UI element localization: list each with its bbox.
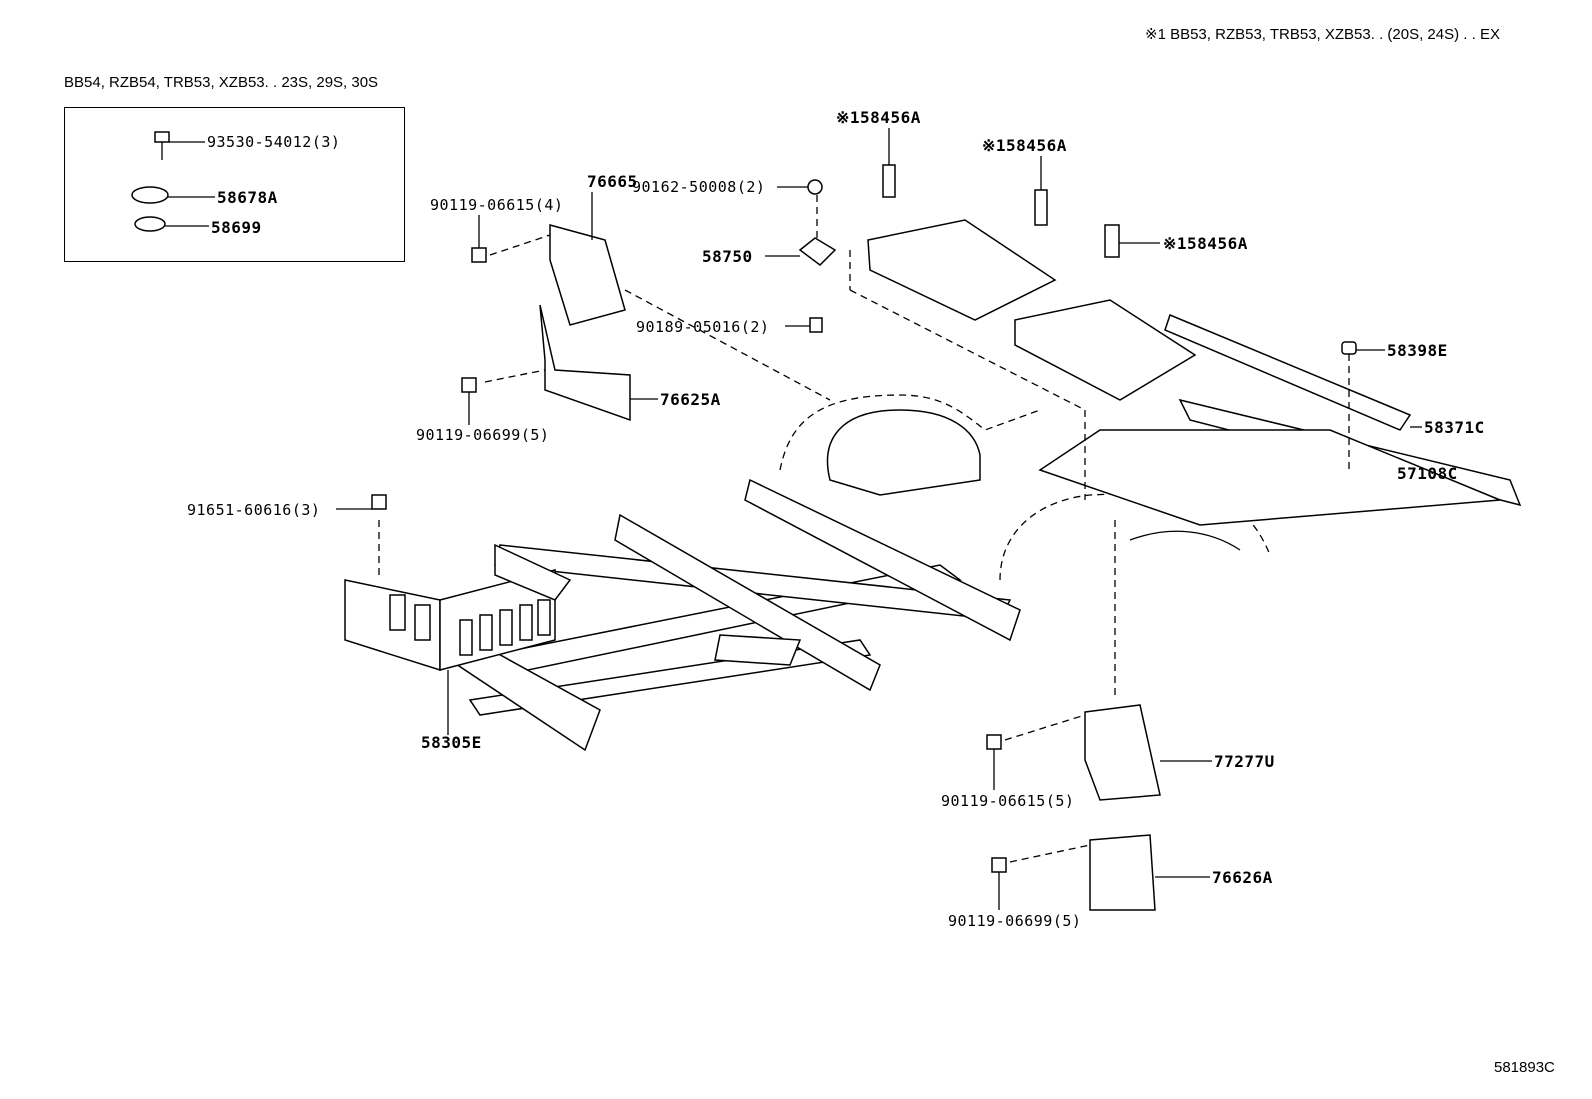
part-label[interactable]: ※158456A (1163, 234, 1248, 253)
rear-mudguard-77277u (1004, 520, 1212, 911)
storage-trays (849, 219, 1197, 500)
part-label[interactable]: 58678A (217, 188, 278, 207)
part-label[interactable]: 77277U (1214, 752, 1275, 771)
floor-rail-57108c (1038, 398, 1522, 526)
applicability-note: ※1 BB53, RZB53, TRB53, XZB53. . (20S, 24… (1145, 26, 1500, 43)
inset-grommet-icon (134, 216, 209, 232)
part-label[interactable]: 58750 (702, 247, 753, 266)
rear-crossmember-58305e (344, 543, 572, 672)
inset-washer-icon (131, 186, 215, 204)
inset-bolt-icon (154, 131, 205, 160)
frame-rails (449, 478, 1021, 752)
part-label[interactable]: 58371C (1424, 418, 1485, 437)
part-label[interactable]: ※158456A (982, 136, 1067, 155)
part-label[interactable]: 91651-60616(3) (187, 501, 321, 519)
inset-box (64, 107, 405, 262)
diagram-id: 581893C (1494, 1059, 1555, 1076)
part-label[interactable]: 90119-06615(5) (941, 792, 1075, 810)
bolts (336, 179, 1007, 910)
part-label[interactable]: 93530-54012(3) (207, 133, 341, 151)
part-label[interactable]: 76626A (1212, 868, 1273, 887)
part-label[interactable]: 58398E (1387, 341, 1448, 360)
clips-58456a (882, 128, 1160, 258)
wheel-housing (779, 394, 1271, 581)
part-label[interactable]: 58699 (211, 218, 262, 237)
part-label[interactable]: 57108C (1397, 464, 1458, 483)
part-label[interactable]: 90119-06699(5) (948, 912, 1082, 930)
part-label[interactable]: 90119-06615(4) (430, 196, 564, 214)
cap-58398e (1341, 341, 1385, 470)
part-label[interactable]: 90162-50008(2) (632, 178, 766, 196)
part-label[interactable]: 90119-06699(5) (416, 426, 550, 444)
part-label[interactable]: 58305E (421, 733, 482, 752)
inset-title: BB54, RZB54, TRB53, XZB53. . 23S, 29S, 3… (64, 74, 379, 91)
rail-58371c (1164, 313, 1422, 431)
part-label[interactable]: 90189-05016(2) (636, 318, 770, 336)
part-label[interactable]: 76665 (587, 172, 638, 191)
front-mudguard-76665 (484, 192, 831, 422)
part-label[interactable]: ※158456A (836, 108, 921, 127)
part-label[interactable]: 76625A (660, 390, 721, 409)
